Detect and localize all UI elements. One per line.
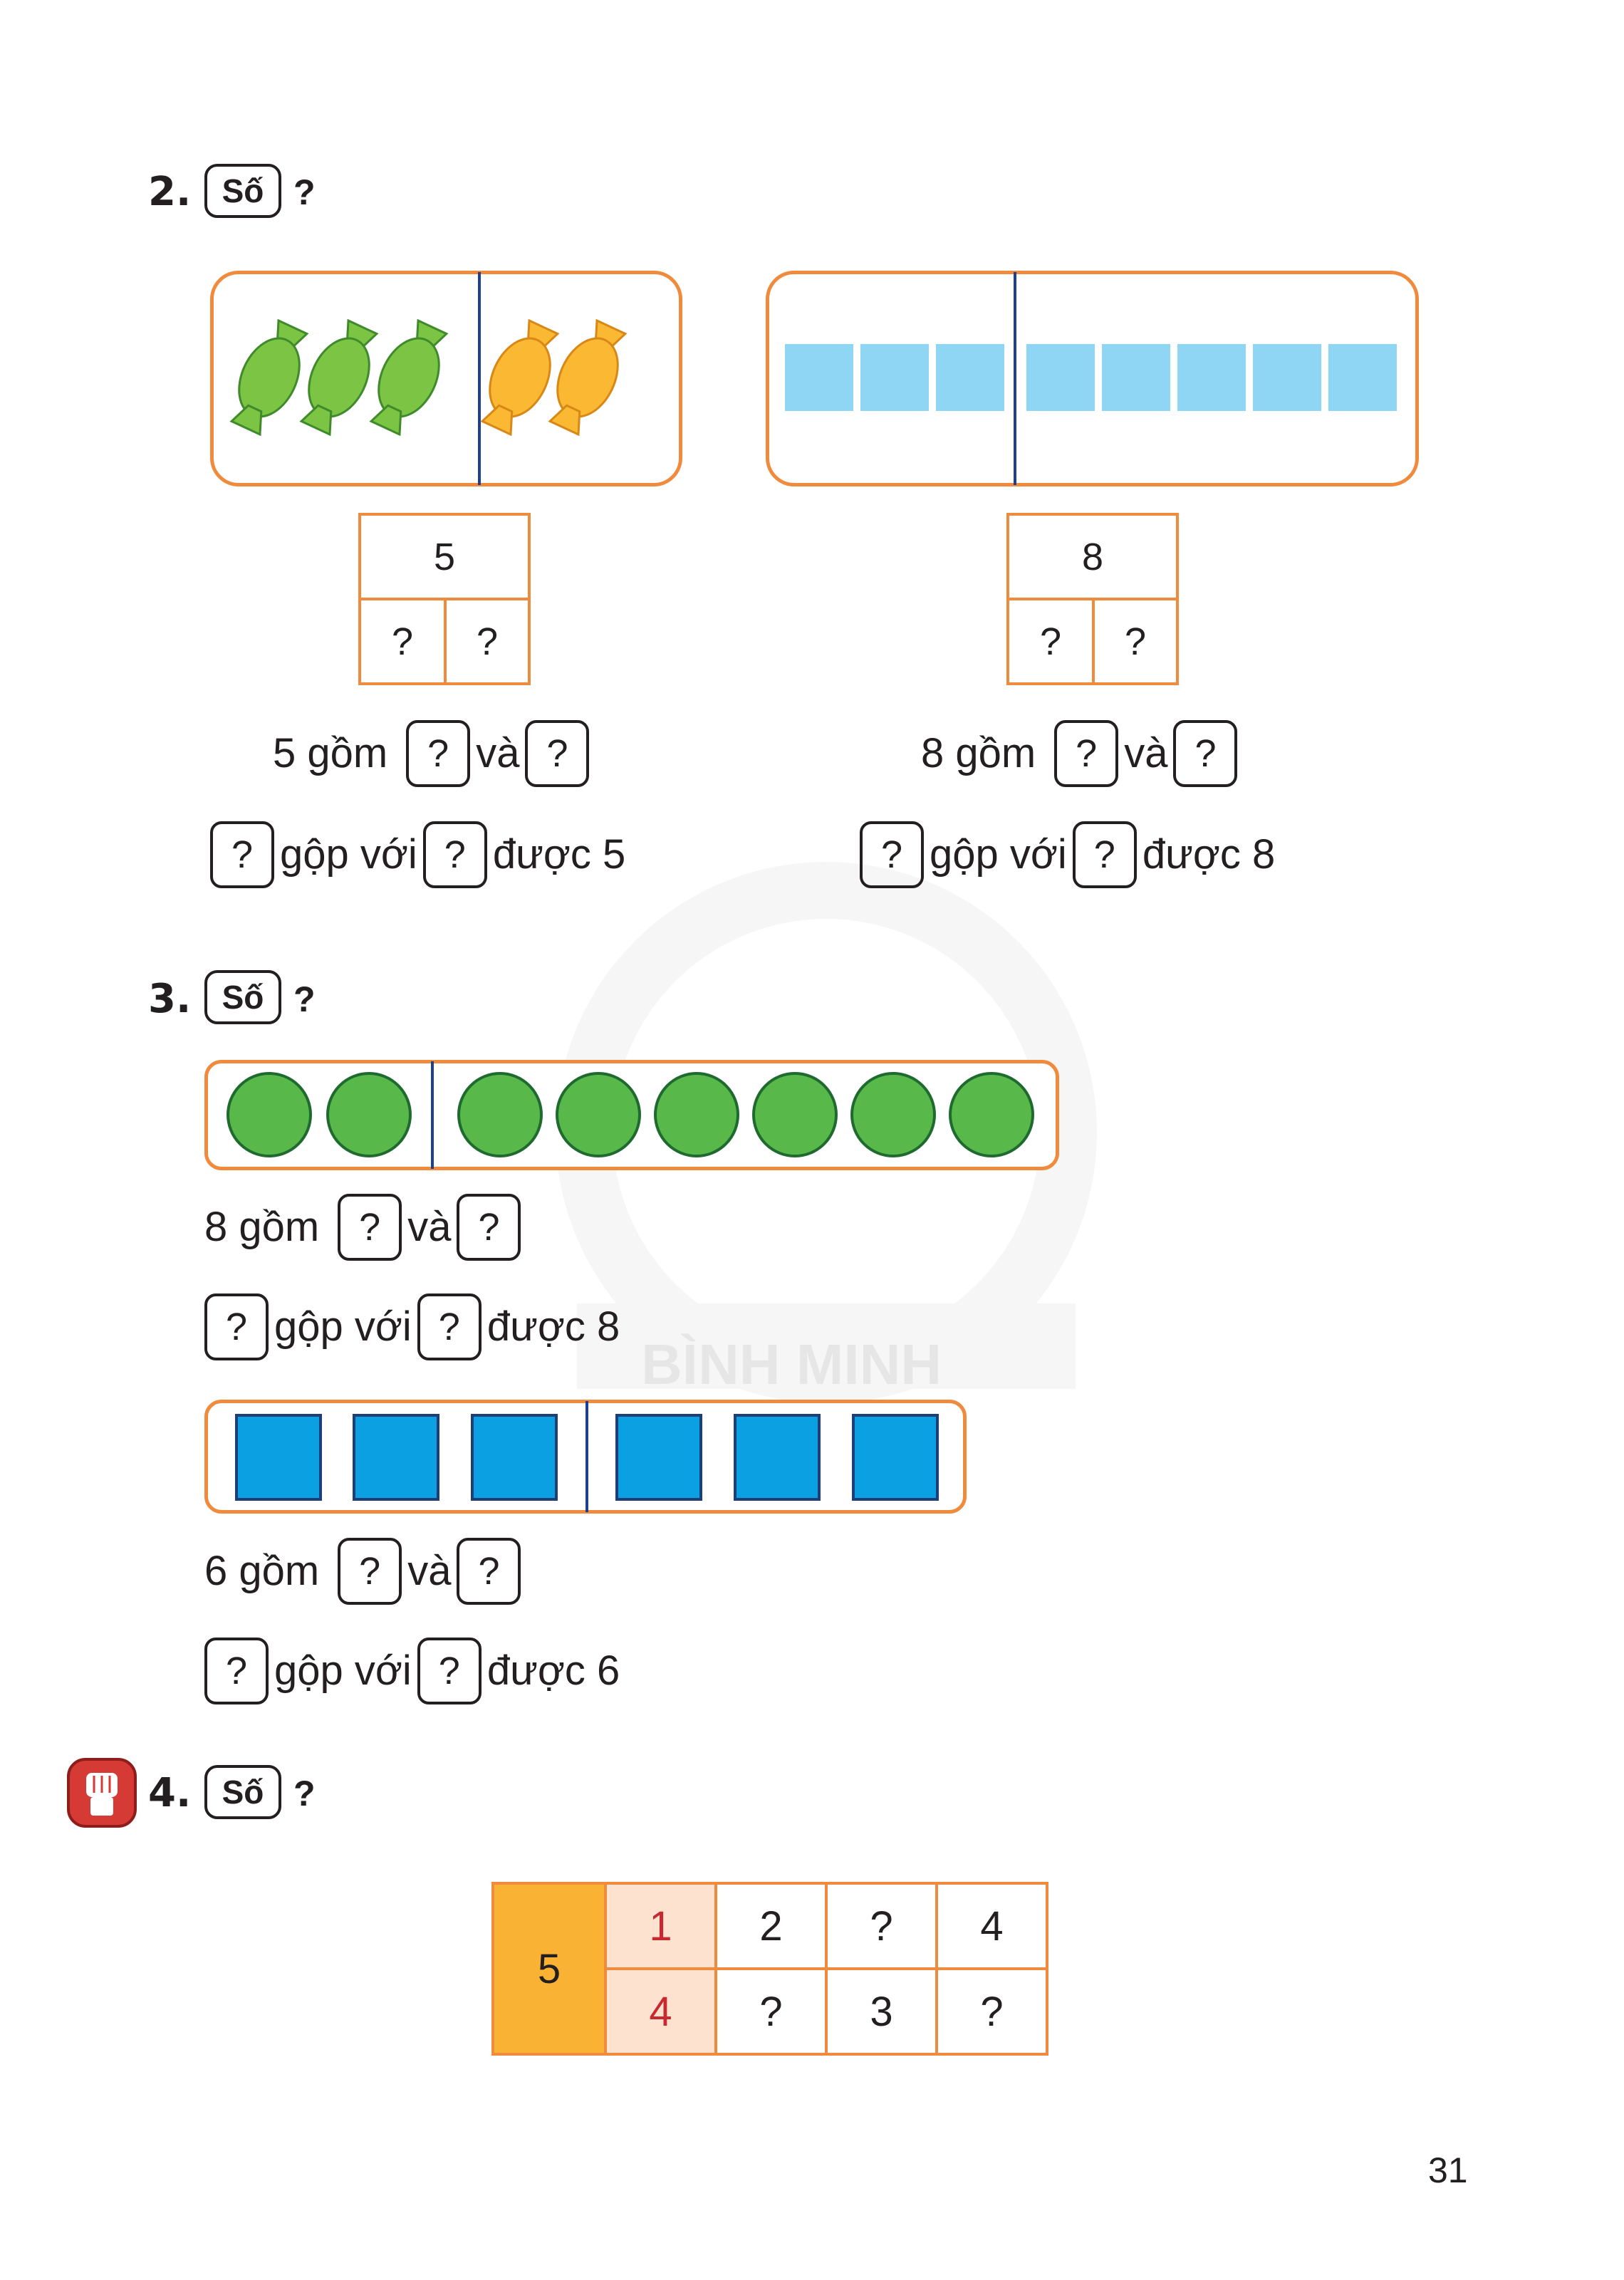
line-text: gộp với [930, 831, 1067, 878]
line-text: được 5 [492, 831, 626, 878]
circle-divider [431, 1061, 434, 1169]
answer-box[interactable]: ? [417, 1638, 482, 1704]
answer-box[interactable]: ? [1173, 720, 1238, 787]
ex2-left-line1: 5 gồm ? và ? [273, 719, 595, 788]
blue-square [734, 1414, 821, 1501]
green-circle [850, 1072, 936, 1157]
bond-part-left-1[interactable]: ? [358, 598, 447, 685]
line-text: và [476, 730, 520, 776]
line-text: 6 gồm [204, 1548, 320, 1594]
square-divider [1014, 272, 1016, 485]
answer-box[interactable]: ? [338, 1194, 402, 1261]
light-square [1253, 344, 1321, 411]
line-text: 8 gồm [204, 1204, 320, 1250]
candy-divider [478, 272, 481, 485]
ex3-b-line1: 6 gồm ? và ? [204, 1537, 526, 1605]
bond-part-right-2[interactable]: ? [1092, 598, 1179, 685]
candy-icons [220, 314, 637, 441]
decomposition-table: 5 1 2 ? 4 4 ? 3 ? [491, 1882, 1048, 2056]
blue-square-divider [585, 1401, 588, 1512]
exercise-3-number: 3. [148, 976, 192, 1022]
light-square [936, 344, 1004, 411]
ex2-right-line1: 8 gồm ? và ? [921, 719, 1243, 788]
table-cell: 2 [714, 1882, 828, 1970]
answer-box[interactable]: ? [525, 720, 590, 787]
page-number: 31 [1428, 2150, 1468, 2190]
green-circle [227, 1072, 312, 1157]
blue-square [353, 1414, 439, 1501]
exercise-4-number: 4. [148, 1770, 192, 1816]
line-text: được 8 [486, 1303, 620, 1350]
line-text: 8 gồm [921, 730, 1036, 776]
exercise-2-number: 2. [148, 169, 192, 215]
line-text: và [407, 1204, 452, 1250]
green-circle [752, 1072, 838, 1157]
answer-box[interactable]: ? [417, 1293, 482, 1360]
answer-box[interactable]: ? [210, 821, 274, 888]
table-cell: 4 [935, 1882, 1048, 1970]
ex3-b-line2: ? gộp với ? được 6 [204, 1637, 620, 1705]
table-cell[interactable]: ? [935, 1967, 1048, 2056]
exercise-3-question-mark: ? [293, 979, 316, 1019]
line-text: được 6 [486, 1647, 620, 1694]
exercise-3-so-badge: Số [204, 970, 281, 1024]
answer-box[interactable]: ? [406, 720, 471, 787]
light-square [1328, 344, 1397, 411]
line-text: và [1124, 730, 1168, 776]
blue-square [235, 1414, 322, 1501]
table-cell: 4 [604, 1967, 717, 2056]
answer-box[interactable]: ? [457, 1538, 521, 1605]
line-text: gộp với [274, 1647, 412, 1694]
answer-box[interactable]: ? [204, 1638, 269, 1704]
bond-part-right-1[interactable]: ? [1006, 598, 1095, 685]
ex2-right-line2: ? gộp với ? được 8 [860, 821, 1275, 889]
light-square [1177, 344, 1246, 411]
answer-box[interactable]: ? [422, 821, 487, 888]
table-cell[interactable]: ? [825, 1882, 938, 1970]
green-circle [949, 1072, 1034, 1157]
green-circle [556, 1072, 641, 1157]
table-total-cell: 5 [491, 1882, 607, 2056]
ex2-left-line2: ? gộp với ? được 5 [210, 821, 625, 889]
light-square [1026, 344, 1095, 411]
answer-box[interactable]: ? [1072, 821, 1137, 888]
blue-square [615, 1414, 702, 1501]
ex3-a-line2: ? gộp với ? được 8 [204, 1293, 620, 1361]
bond-total-left: 5 [358, 513, 531, 600]
bond-total-right: 8 [1006, 513, 1179, 600]
exercise-2-question-mark: ? [293, 172, 316, 212]
line-text: 5 gồm [273, 730, 388, 776]
answer-box[interactable]: ? [1054, 720, 1119, 787]
answer-box[interactable]: ? [338, 1538, 402, 1605]
line-text: gộp với [274, 1303, 412, 1350]
bond-part-left-2[interactable]: ? [444, 598, 531, 685]
exercise-2-so-badge: Số [204, 164, 281, 218]
light-square [785, 344, 853, 411]
table-cell: 3 [825, 1967, 938, 2056]
line-text: và [407, 1548, 452, 1594]
blue-square [852, 1414, 939, 1501]
table-cell: 1 [604, 1882, 717, 1970]
light-square [1102, 344, 1170, 411]
green-circle [654, 1072, 739, 1157]
ex3-a-line1: 8 gồm ? và ? [204, 1193, 526, 1261]
raised-fist-icon [67, 1758, 137, 1828]
line-text: gộp với [280, 831, 417, 878]
exercise-4-so-badge: Số [204, 1765, 281, 1819]
watermark-text: BÌNH MINH [641, 1333, 942, 1396]
answer-box[interactable]: ? [204, 1293, 269, 1360]
green-circle [326, 1072, 412, 1157]
table-cell[interactable]: ? [714, 1967, 828, 2056]
answer-box[interactable]: ? [457, 1194, 521, 1261]
green-circle [457, 1072, 543, 1157]
line-text: được 8 [1142, 831, 1276, 878]
light-square [860, 344, 929, 411]
blue-square [471, 1414, 558, 1501]
exercise-4-question-mark: ? [293, 1774, 316, 1813]
answer-box[interactable]: ? [860, 821, 924, 888]
